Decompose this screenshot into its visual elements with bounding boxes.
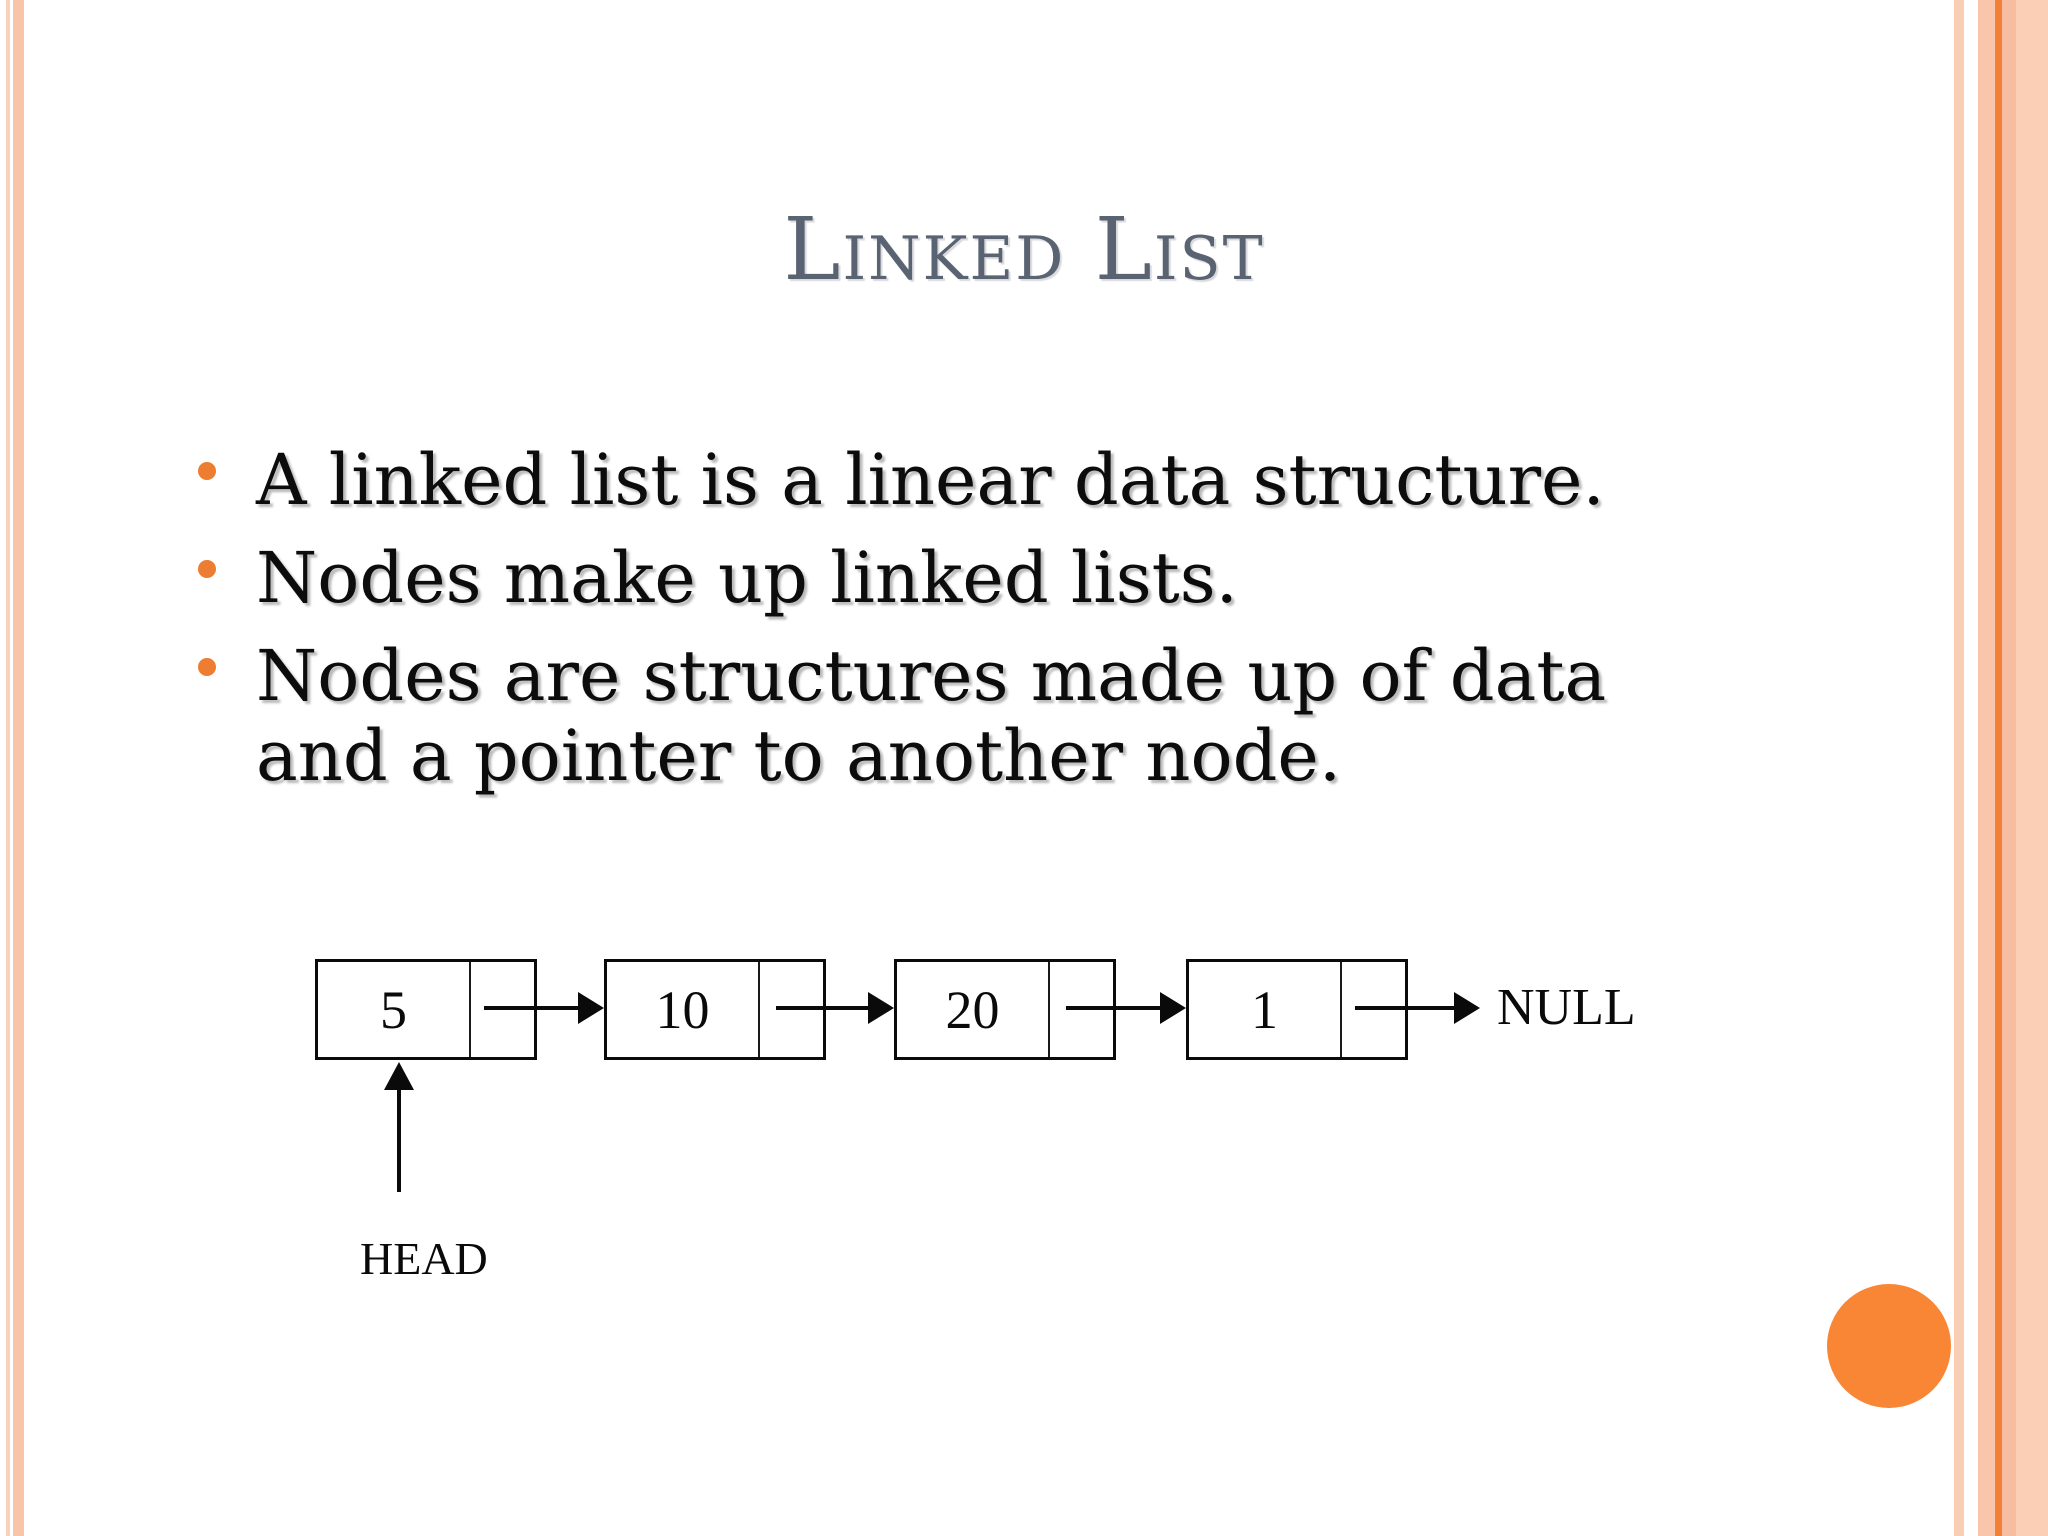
arrow-head: [1160, 992, 1186, 1024]
node-value: 5: [318, 962, 471, 1057]
arrow-shaft: [484, 1006, 578, 1010]
theme-circle-decoration: [1827, 1284, 1951, 1408]
bullet-item: A linked list is a linear data structure…: [198, 440, 1658, 520]
arrow-head: [1454, 992, 1480, 1024]
bullet-text: A linked list is a linear data structure…: [256, 439, 1605, 521]
bullet-ring-icon: [198, 658, 216, 676]
null-arrow-icon: [1355, 992, 1480, 1024]
arrow-shaft: [1355, 1006, 1454, 1010]
node-value: 10: [607, 962, 760, 1057]
head-label: HEAD: [360, 1233, 488, 1284]
bullet-text: Nodes make up linked lists.: [256, 537, 1238, 619]
bullet-item: Nodes are structures made up of data and…: [198, 636, 1658, 796]
link-arrow-icon: [1066, 992, 1186, 1024]
bullet-ring-icon: [198, 462, 216, 480]
right-border-light-stripe: [2016, 0, 2048, 1536]
bullet-list: A linked list is a linear data structure…: [198, 440, 1658, 814]
head-pointer-arrow-icon: [384, 1062, 414, 1192]
link-arrow-icon: [484, 992, 604, 1024]
bullet-ring-icon: [198, 560, 216, 578]
arrow-shaft: [397, 1088, 401, 1192]
node-value: 1: [1189, 962, 1342, 1057]
arrow-head: [384, 1062, 414, 1090]
left-border-thin-stripe: [6, 0, 10, 1536]
null-label: NULL: [1497, 979, 1636, 1036]
right-border-accent-line: [1995, 0, 2002, 1536]
left-border-thick-stripe: [13, 0, 24, 1536]
arrow-shaft: [776, 1006, 868, 1010]
node-value: 20: [897, 962, 1050, 1057]
right-border-medium-stripe: [2002, 0, 2016, 1536]
right-border-thin-stripe: [1954, 0, 1964, 1536]
bullet-text: Nodes are structures made up of data and…: [256, 635, 1607, 797]
arrow-head: [868, 992, 894, 1024]
arrow-shaft: [1066, 1006, 1160, 1010]
arrow-head: [578, 992, 604, 1024]
slide-title: Linked List: [783, 200, 1265, 300]
node: 20: [894, 959, 1116, 1060]
link-arrow-icon: [776, 992, 894, 1024]
bullet-item: Nodes make up linked lists.: [198, 538, 1658, 618]
